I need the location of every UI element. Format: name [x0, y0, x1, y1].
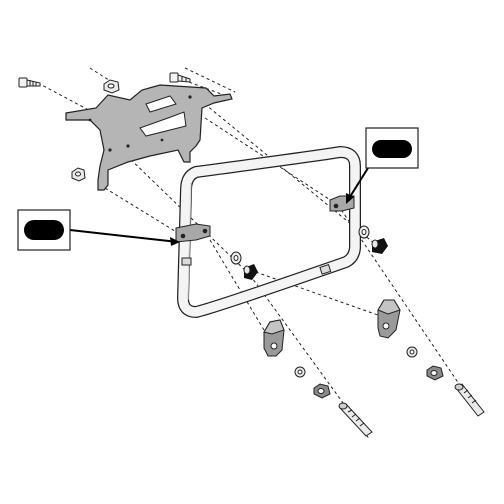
right-callout — [365, 127, 419, 169]
screw-icon — [454, 383, 485, 417]
axis-line — [209, 239, 271, 341]
axis-line — [99, 184, 184, 237]
frame-clamp — [175, 223, 211, 243]
washer-icon — [406, 346, 418, 358]
callout-pointers — [69, 167, 369, 243]
callout-pointer-left — [69, 229, 179, 243]
screw-icon — [169, 72, 191, 83]
nut-icon — [313, 383, 331, 399]
screw-icon — [338, 402, 373, 437]
left-callout — [17, 209, 71, 251]
washer-icon — [294, 366, 306, 378]
washer-icon — [230, 251, 242, 265]
mounting-plate — [65, 84, 233, 191]
callout-pointer-right — [347, 167, 369, 201]
arrowhead-icon — [170, 237, 180, 246]
nut-icon — [103, 79, 120, 94]
screw-icon — [18, 77, 41, 88]
bracket-icon — [263, 319, 285, 357]
arrowhead-icon — [346, 193, 354, 204]
rubber-grommet-icon — [371, 238, 388, 254]
bracket-icon — [377, 299, 401, 339]
nut-icon — [426, 365, 444, 381]
washer-icon — [358, 225, 370, 239]
rubber-grommet-icon — [243, 264, 258, 280]
nut-icon — [71, 167, 86, 182]
axis-line — [249, 269, 393, 321]
tubular-frame — [177, 146, 361, 318]
